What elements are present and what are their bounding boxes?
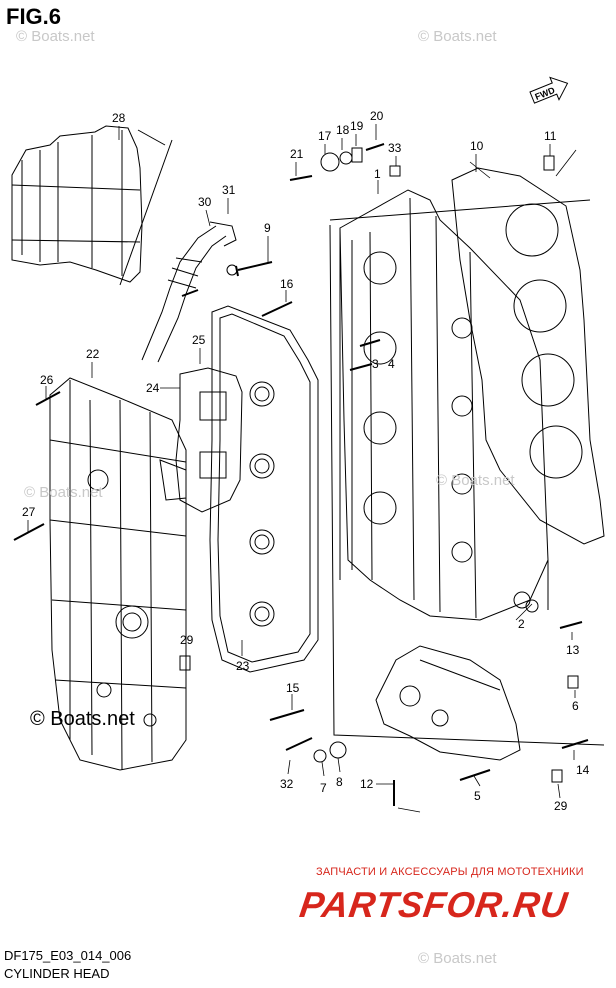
fwd-arrow-icon: FWD [529, 76, 569, 104]
callout-20: 20 [370, 109, 384, 123]
callout-15: 15 [286, 681, 300, 695]
watermark-faint: © Boats.net [418, 950, 497, 967]
promo-logo: PARTSFOR.RU [297, 884, 571, 925]
callout-2: 2 [518, 617, 525, 631]
leader-lines [27, 124, 577, 813]
callout-27: 27 [22, 505, 36, 519]
callout-32: 32 [280, 777, 294, 791]
part-28-upper-cover [11, 125, 173, 286]
fwd-label: FWD [534, 85, 557, 102]
figure-code: DF175_E03_014_006 [4, 948, 132, 963]
watermark-main: © Boats.net [30, 708, 135, 730]
callout-14: 14 [576, 763, 590, 777]
callout-28: 28 [112, 111, 126, 125]
callout-24: 24 [146, 381, 160, 395]
part-10-head-gasket [451, 167, 605, 545]
promo-text: ЗАПЧАСТИ И АКСЕССУАРЫ ДЛЯ МОТОТЕХНИКИ [316, 866, 584, 878]
callout-22: 22 [86, 347, 100, 361]
callout-30: 30 [198, 195, 212, 209]
callout-19: 19 [350, 119, 364, 133]
callout-13: 13 [566, 643, 580, 657]
watermark-faint: © Boats.net [24, 484, 103, 501]
callout-5: 5 [474, 789, 481, 803]
callout-26: 26 [40, 373, 54, 387]
callout-12: 12 [360, 777, 374, 791]
callout-11: 11 [544, 129, 557, 143]
watermark-faint: © Boats.net [16, 28, 95, 45]
figure-caption: CYLINDER HEAD [4, 966, 110, 981]
callout-7: 7 [320, 781, 327, 795]
callout-3: 3 [372, 357, 379, 371]
callout-18: 18 [336, 123, 350, 137]
callout-29-left: 29 [180, 633, 194, 647]
watermark-faint: © Boats.net [418, 28, 497, 45]
part-22-cylinder-head-cover [49, 377, 187, 771]
callout-17: 17 [318, 129, 332, 143]
watermark-faint: © Boats.net [436, 472, 515, 489]
callout-25: 25 [192, 333, 206, 347]
part-1-cylinder-head [329, 189, 605, 746]
callout-10: 10 [470, 139, 484, 153]
figure-title: FIG.6 [6, 4, 62, 29]
callout-6: 6 [572, 699, 579, 713]
callout-21: 21 [290, 147, 304, 161]
part-24-gasket-plate [175, 367, 243, 513]
callout-16: 16 [280, 277, 294, 291]
callout-4: 4 [388, 357, 395, 371]
callout-23: 23 [236, 659, 250, 673]
callout-1: 1 [374, 167, 381, 181]
part-5-thermostat-cover [375, 645, 521, 761]
part-23-head-cover-gasket [209, 305, 319, 673]
fasteners [13, 143, 589, 806]
callout-29-right: 29 [554, 799, 568, 813]
callout-8: 8 [336, 775, 343, 789]
callout-33: 33 [388, 141, 402, 155]
callout-9: 9 [264, 221, 271, 235]
part-30-breather-hose [141, 221, 237, 363]
callout-31: 31 [222, 183, 236, 197]
